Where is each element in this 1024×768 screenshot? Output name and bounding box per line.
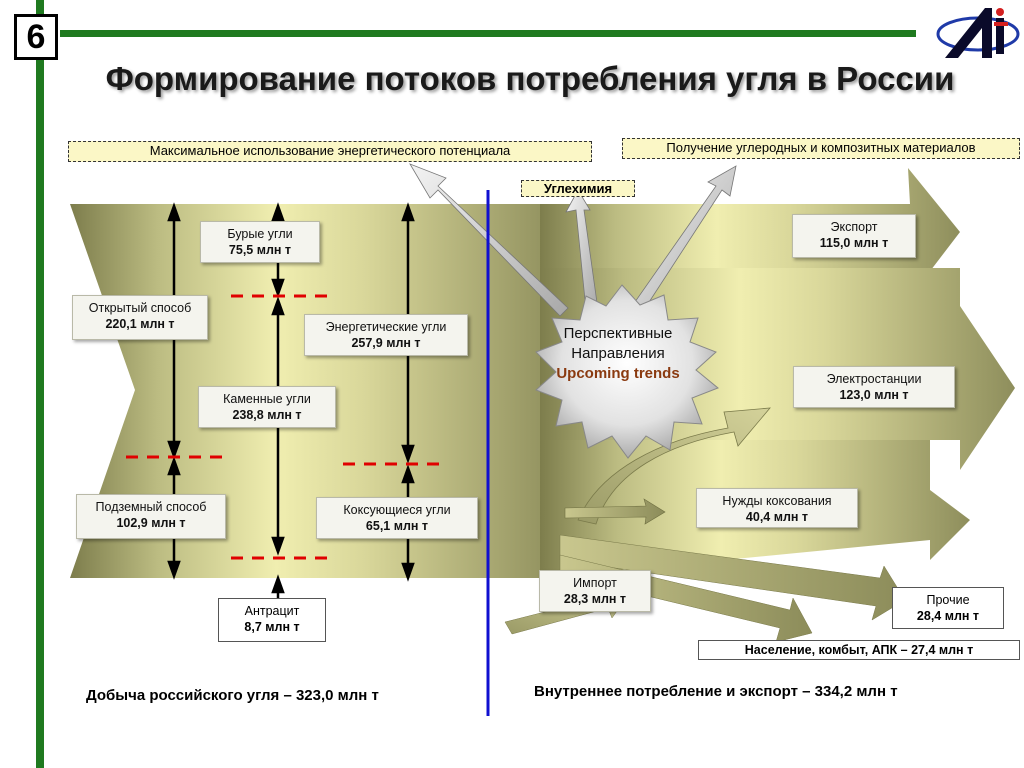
trends-line1: Перспективные (563, 325, 673, 342)
power-plants-value: 123,0 млн т (839, 388, 909, 402)
label-power-plants: Электростанции 123,0 млн т (793, 366, 955, 408)
import-value: 28,3 млн т (563, 592, 627, 606)
other-value: 28,4 млн т (916, 609, 980, 623)
open-pit-label: Открытый способ (88, 301, 192, 315)
energy-coal-label: Энергетические угли (325, 320, 447, 334)
left-green-bar (36, 0, 44, 768)
coking-pointer-arrow (564, 498, 666, 525)
trends-line3: Upcoming trends (556, 365, 680, 382)
label-energy-coal: Энергетические угли 257,9 млн т (304, 314, 468, 356)
anthracite-label: Антрацит (244, 604, 300, 618)
slide-number: 6 (14, 14, 58, 60)
export-value: 115,0 млн т (819, 236, 889, 250)
label-open-pit: Открытый способ 220,1 млн т (72, 295, 208, 340)
coking-needs-label: Нужды коксования (722, 494, 832, 508)
carbon-materials-label: Получение углеродных и композитных матер… (622, 138, 1020, 159)
hard-coal-label: Каменные угли (223, 392, 311, 406)
label-underground: Подземный способ 102,9 млн т (76, 494, 226, 539)
label-brown-coal: Бурые угли 75,5 млн т (200, 221, 320, 263)
coking-needs-value: 40,4 млн т (745, 510, 809, 524)
energy-coal-value: 257,9 млн т (351, 336, 421, 350)
red-dash-lines (126, 294, 440, 560)
coking-coal-value: 65,1 млн т (365, 519, 429, 533)
production-total: Добыча российского угля – 323,0 млн т (86, 687, 379, 704)
label-coking-needs: Нужды коксования 40,4 млн т (696, 488, 858, 528)
label-population: Население, комбыт, АПК – 27,4 млн т (698, 640, 1020, 660)
trends-text: Перспективные Направления Upcoming trend… (528, 324, 708, 384)
logo-icon (936, 8, 1020, 58)
anthracite-value: 8,7 млн т (244, 620, 300, 634)
coking-coal-label: Коксующиеся угли (343, 503, 451, 517)
other-label: Прочие (926, 593, 970, 607)
label-coking-coal: Коксующиеся угли 65,1 млн т (316, 497, 478, 539)
label-hard-coal: Каменные угли 238,8 млн т (198, 386, 336, 428)
export-label: Экспорт (830, 220, 878, 234)
page-title: Формирование потоков потребления угля в … (105, 60, 955, 97)
label-anthracite: Антрацит 8,7 млн т (218, 598, 326, 642)
top-green-bar (60, 30, 916, 37)
label-import: Импорт 28,3 млн т (539, 570, 651, 612)
energy-potential-label: Максимальное использование энергетическо… (68, 141, 592, 162)
underground-value: 102,9 млн т (116, 516, 186, 530)
label-export: Экспорт 115,0 млн т (792, 214, 916, 258)
open-pit-value: 220,1 млн т (105, 317, 175, 331)
coal-chemistry-label: Углехимия (521, 180, 635, 197)
brown-coal-value: 75,5 млн т (228, 243, 292, 257)
hard-coal-value: 238,8 млн т (232, 408, 302, 422)
import-label: Импорт (573, 576, 617, 590)
trends-starburst (535, 284, 719, 459)
trends-line2: Направления (571, 345, 665, 362)
underground-label: Подземный способ (95, 500, 207, 514)
consumption-total: Внутреннее потребление и экспорт – 334,2… (534, 683, 898, 700)
power-plants-label: Электростанции (826, 372, 922, 386)
brown-coal-label: Бурые угли (227, 227, 293, 241)
label-other: Прочие 28,4 млн т (892, 587, 1004, 629)
flow-top-band (540, 168, 960, 300)
